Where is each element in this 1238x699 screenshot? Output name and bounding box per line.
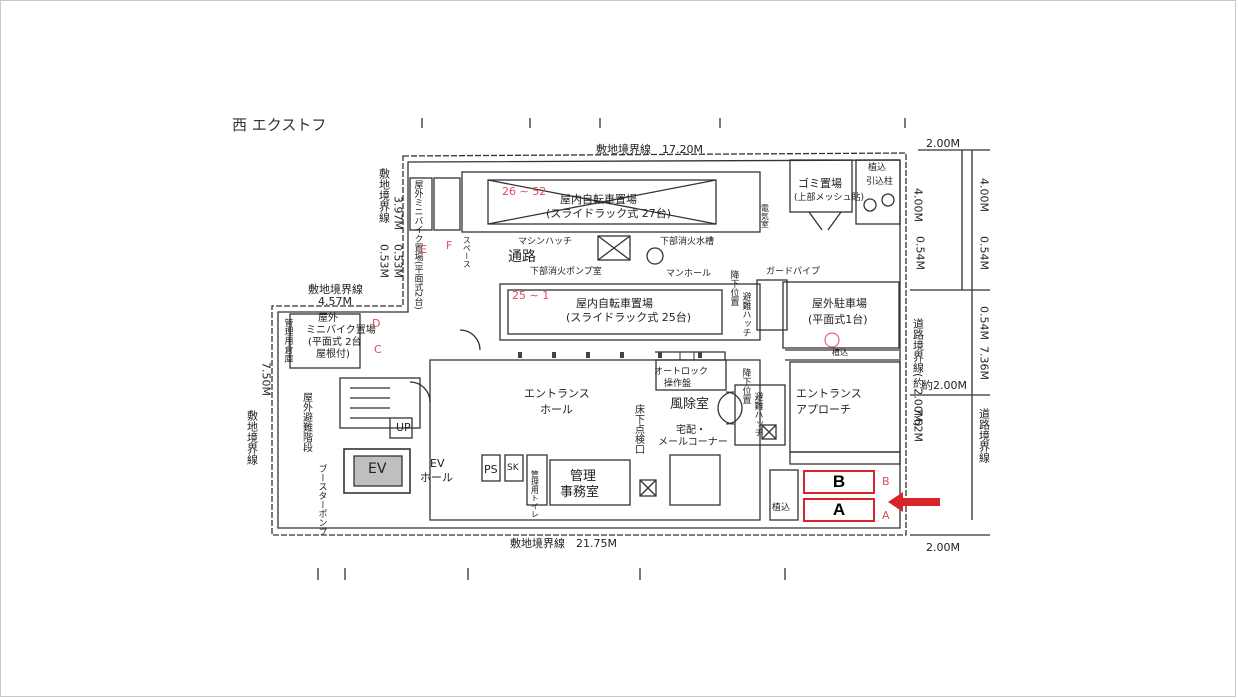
dim-bottom-right: 2.00M: [926, 541, 960, 554]
boundary-road: 道路境界線(約2.00M): [911, 318, 925, 427]
autolock: オートロック: [654, 367, 709, 377]
up-label: UP: [396, 421, 411, 434]
mark-c: C: [374, 343, 382, 356]
dim-r3: 0.54M: [977, 236, 991, 270]
boundary-left-upper-dim: 3.97M: [391, 196, 405, 230]
boundary-left-mid-dim: 4.57M: [318, 295, 352, 308]
guard-pipe: ガードパイプ: [766, 267, 821, 277]
callout-box-a: A: [803, 498, 875, 522]
passage-label: 通路: [508, 249, 536, 265]
mgmt-store: 管理用倉庫: [282, 318, 293, 363]
parking-number-circle: [824, 332, 840, 348]
autolock-2: 操作盤: [664, 379, 692, 389]
ps-label: PS: [484, 463, 498, 476]
ev-hall: EV: [430, 457, 445, 470]
entrance-hall: エントランス: [524, 387, 590, 400]
lower-position-2: 降下位置: [740, 368, 751, 404]
boundary-left-lower: 敷地境界線: [245, 410, 259, 465]
dim-r6: 7.36M: [977, 346, 991, 380]
boundary-left-upper: 敷地境界線: [377, 168, 391, 223]
ev-hall-2: ホール: [420, 471, 453, 484]
evac-hatch-2: 避難ハッチ: [752, 392, 763, 437]
parking-label: 屋外駐車場: [812, 297, 867, 310]
machine-hatch: マシンハッチ: [518, 237, 573, 247]
space-label: スペース: [462, 236, 472, 268]
minibike-label: ミニバイク置場: [306, 325, 376, 336]
dim-r2: 4.00M: [911, 188, 925, 222]
minibike-sub: (平面式 2台: [308, 337, 362, 348]
mark-e: E: [420, 243, 427, 256]
entrance-approach-2: アプローチ: [796, 403, 851, 416]
bike-mid-title: 屋内自転車置場: [576, 297, 653, 310]
parking-sub: (平面式1台): [808, 313, 868, 326]
lower-position: 降下位置: [728, 270, 739, 306]
planting-bottom: 植込: [772, 503, 791, 513]
floor-check: 床下点検口: [632, 404, 644, 454]
dim-r5: 0.54M: [977, 306, 991, 340]
windbreak-room: 風除室: [670, 397, 710, 412]
mark-d: D: [372, 317, 381, 330]
mgmt-office: 事務室: [560, 485, 600, 500]
callout-box-b: B: [803, 470, 875, 494]
header-note: 西 エクストフ: [232, 116, 327, 134]
boundary-top: 敷地境界線 17.20M: [596, 143, 703, 156]
red-arrow-icon: [888, 492, 940, 512]
ev-label: EV: [368, 461, 387, 477]
electrical-room: 電気室: [760, 204, 770, 228]
boundary-right: 道路境界線: [977, 408, 991, 463]
entrance-approach: エントランス: [796, 387, 862, 400]
garbage-label: ゴミ置場: [798, 177, 842, 190]
mgmt-toilet: 管理用トイレ: [530, 470, 540, 518]
dim-top-right: 2.00M: [926, 137, 960, 150]
sk-label: SK: [507, 463, 519, 473]
dim-r7: 7.62M: [911, 408, 925, 442]
planting-mid: 植込: [832, 348, 848, 357]
water-tank: 下部消火水槽: [660, 237, 715, 247]
delivery: 宅配・: [676, 425, 706, 436]
boundary-left-mid: 敷地境界線: [308, 283, 363, 296]
mark-b: B: [882, 475, 890, 488]
minibike-2: 屋外ミニバイク置場(平面式2台): [412, 180, 423, 310]
evac-hatch: 避難ハッチ: [740, 292, 751, 337]
planting-top: 植込: [868, 163, 887, 173]
dim-r8: 約2.00M: [922, 379, 967, 392]
bike-top-title: 屋内自転車置場: [560, 193, 637, 206]
bike-top-note: 26 ∼ 52: [502, 185, 547, 198]
manhole: マンホール: [666, 269, 712, 279]
boundary-bottom: 敷地境界線 21.75M: [510, 537, 617, 550]
bike-top-sub: (スライドラック式 27台): [546, 207, 672, 220]
mgmt-label: 管理: [570, 469, 597, 484]
bike-mid-sub: (スライドラック式 25台): [566, 311, 692, 324]
dim-r1: 4.00M: [977, 178, 991, 212]
mark-f: F: [446, 239, 453, 252]
boundary-left-lower-dim: 7.50M: [259, 362, 273, 396]
booster-pump: ブースターポンプ: [316, 464, 327, 536]
garbage-sub: (上部メッシュ貼): [794, 193, 865, 203]
minibike-sub-2: 屋根付): [316, 349, 350, 360]
intake-pole: 引込柱: [866, 177, 894, 187]
outdoor-stairs: 屋外避難階段: [300, 392, 312, 452]
mark-a: A: [882, 509, 890, 522]
minibike-outdoor: 屋外: [318, 313, 338, 324]
dim-r4: 0.54M: [913, 236, 927, 270]
delivery-2: メールコーナー: [658, 437, 728, 448]
dim-l1: 0.53M: [377, 244, 391, 278]
pump-room: 下部消火ポンプ室: [530, 267, 602, 277]
bike-mid-note: 25 ∼ 1: [512, 289, 550, 302]
dim-l2: 0.53M: [391, 244, 405, 278]
entrance-hall-2: ホール: [540, 403, 573, 416]
